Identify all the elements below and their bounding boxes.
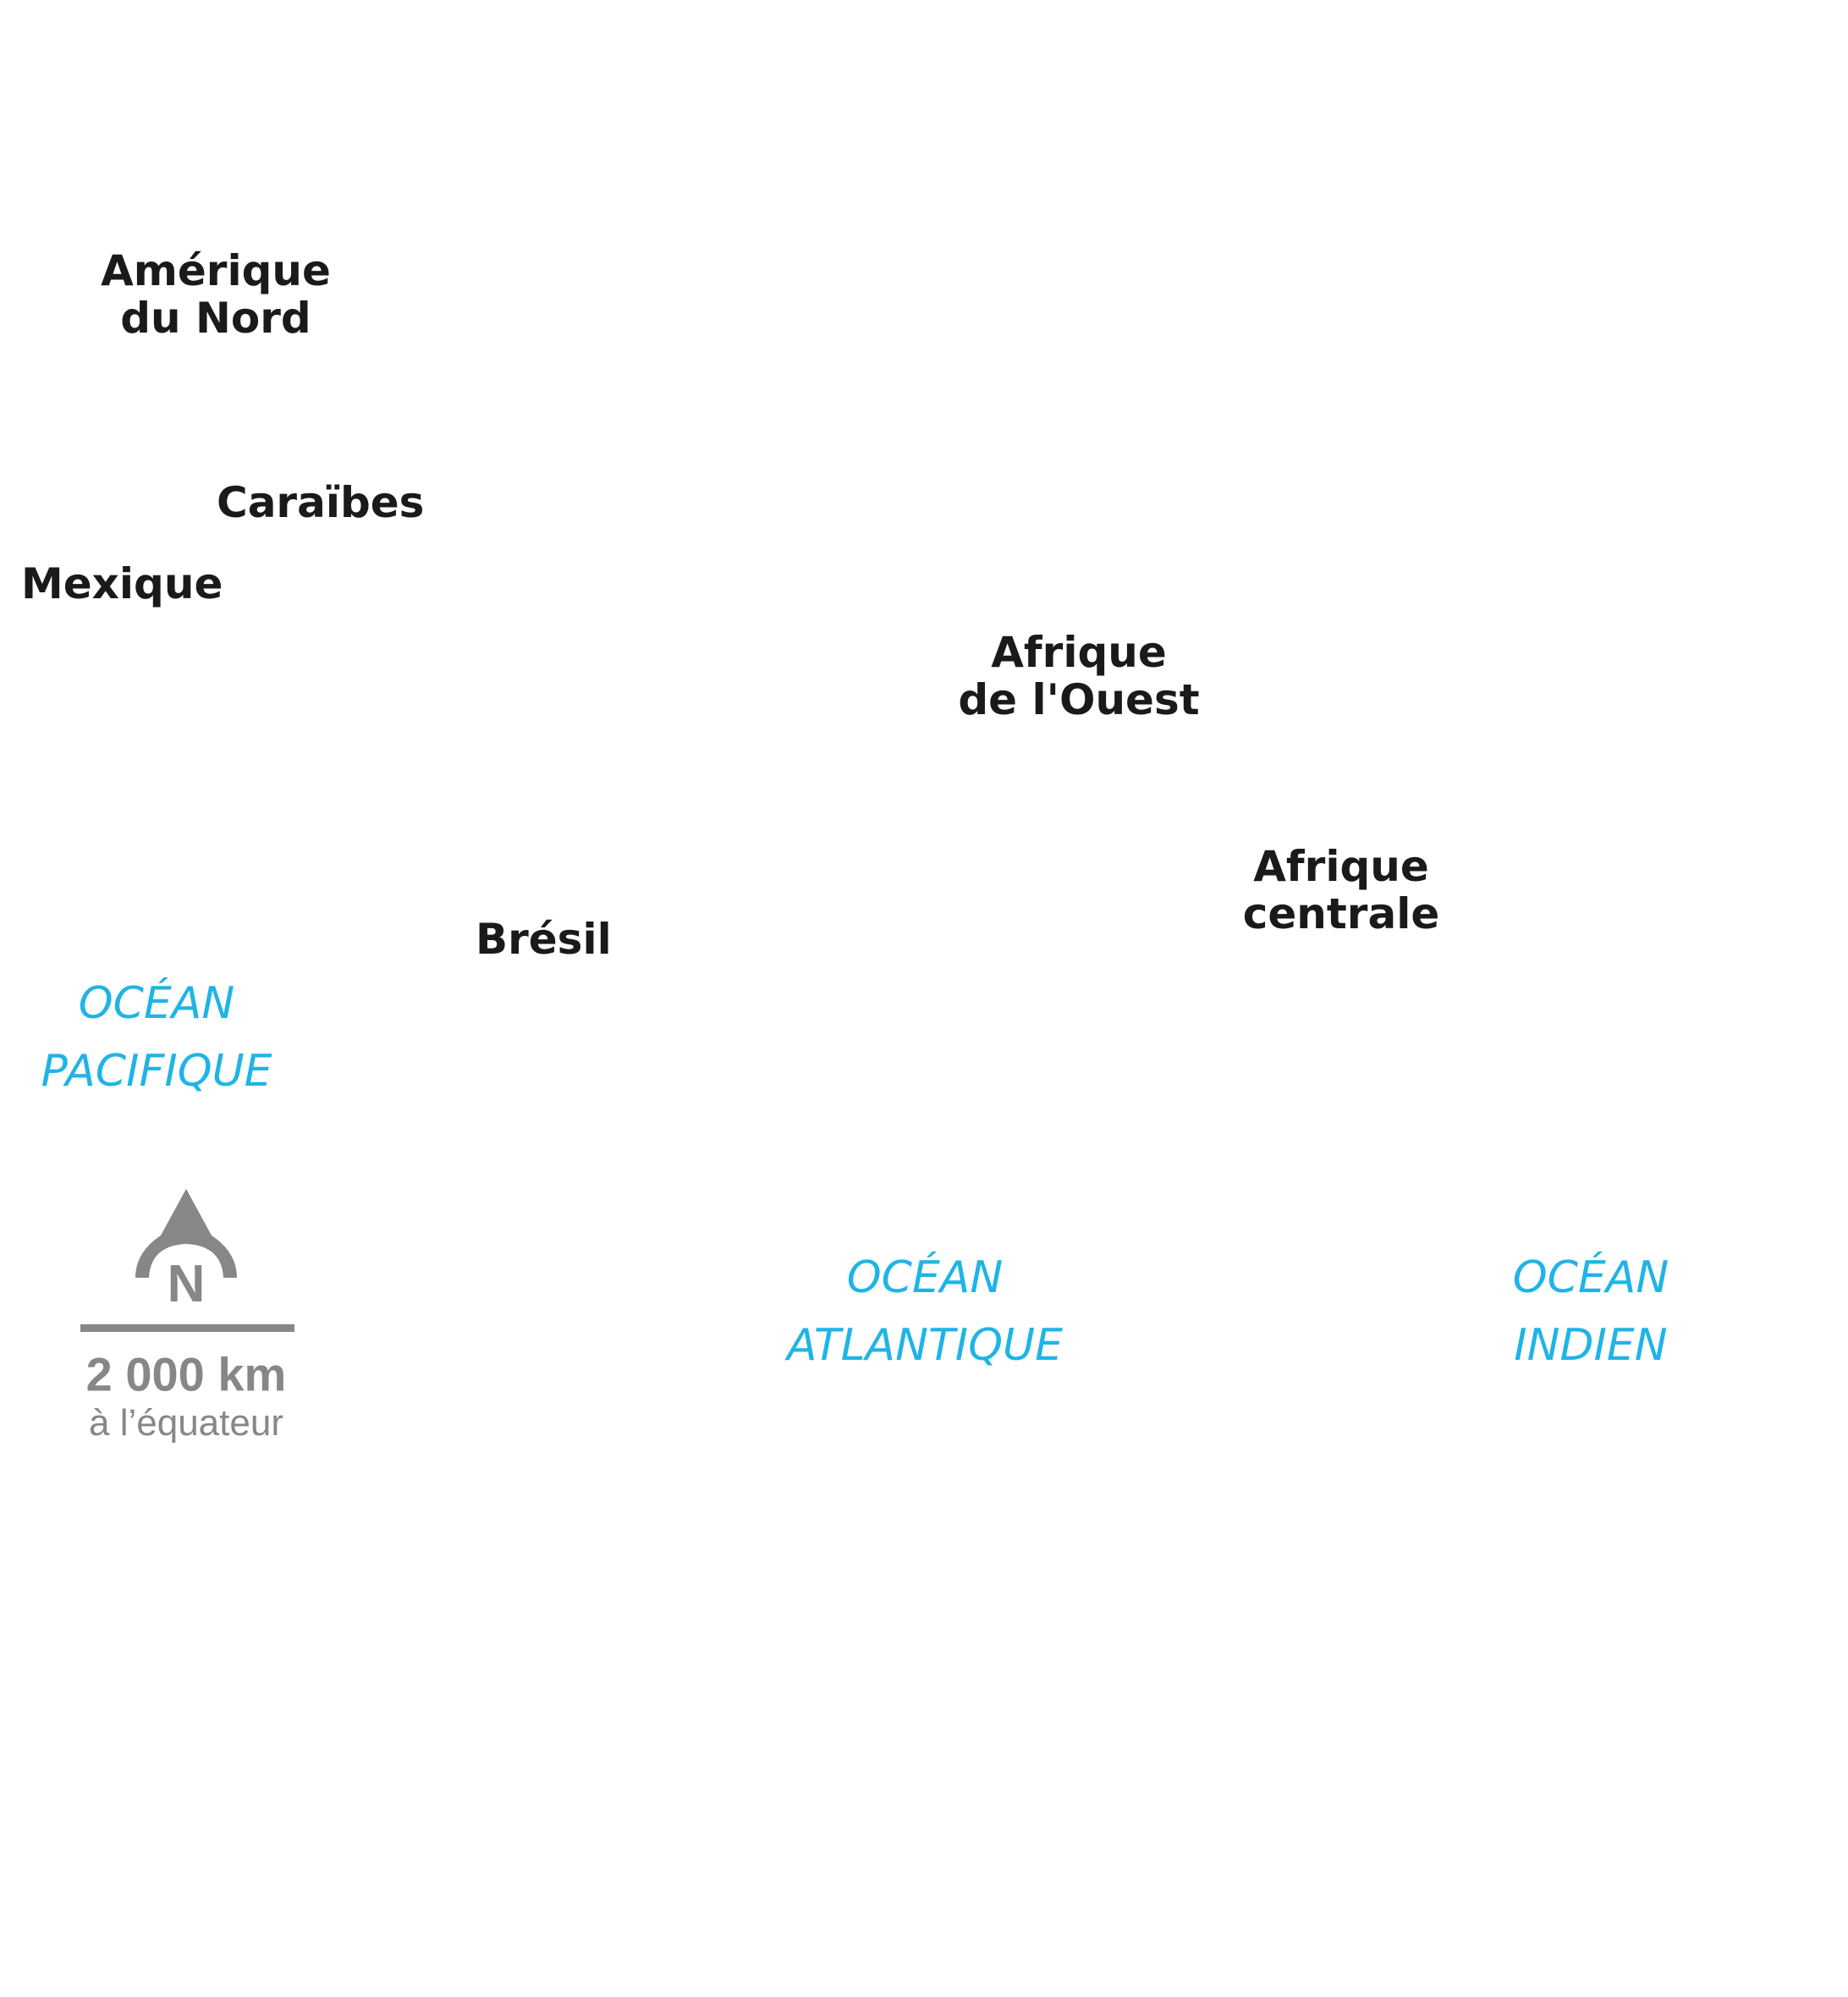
label-line: ATLANTIQUE	[787, 1320, 1063, 1371]
label-caribbean: Caraïbes	[217, 478, 425, 527]
label-line: PACIFIQUE	[41, 1046, 272, 1097]
label-mexico: Mexique	[21, 559, 223, 608]
label-line: OCÉAN	[78, 978, 235, 1029]
label-west-africa: Afrique de l'Ouest	[958, 629, 1199, 723]
label-line: OCÉAN	[846, 1252, 1004, 1303]
north-arrow-icon: N	[135, 1189, 237, 1312]
label-pacific-ocean: OCÉAN PACIFIQUE	[41, 970, 272, 1105]
label-indian-ocean: OCÉAN INDIEN	[1513, 1244, 1669, 1379]
scale-note: à l’équateur	[89, 1402, 283, 1444]
label-central-africa: Afrique centrale	[1243, 843, 1440, 938]
label-line: INDIEN	[1514, 1320, 1668, 1371]
label-line: Afrique	[991, 628, 1167, 677]
label-brazil: Brésil	[476, 915, 612, 964]
scale-distance: 2 000 km	[85, 1347, 287, 1401]
north-letter: N	[168, 1255, 206, 1312]
label-line: Afrique	[1253, 842, 1429, 891]
label-line: du Nord	[120, 294, 311, 343]
scale-bar	[80, 1324, 294, 1332]
label-atlantic-ocean: OCÉAN ATLANTIQUE	[787, 1244, 1063, 1379]
label-line: de l'Ouest	[958, 675, 1200, 724]
label-line: centrale	[1242, 889, 1440, 938]
label-north-america: Amérique du Nord	[101, 247, 331, 342]
label-line: Amérique	[101, 246, 331, 295]
label-line: OCÉAN	[1512, 1252, 1669, 1303]
